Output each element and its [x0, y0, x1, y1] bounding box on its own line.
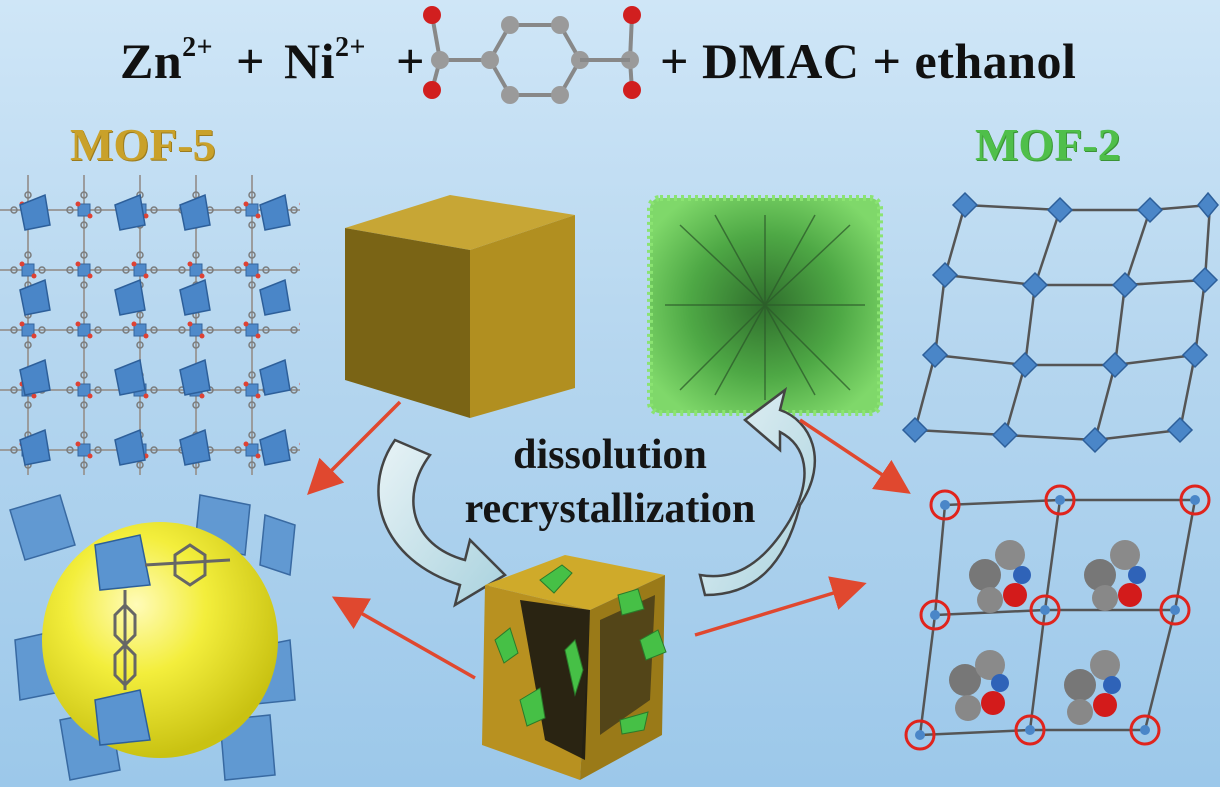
red-arrows [307, 400, 911, 680]
mof5-cube-icon [345, 195, 575, 418]
nickel-ion-label: Ni2+ [284, 32, 366, 89]
mof2-grid-structure [901, 191, 1219, 454]
plus-dmac-ethanol: + DMAC + ethanol [660, 33, 1077, 89]
recrystallization-label: recrystallization [464, 486, 756, 532]
dissolution-label: dissolution [513, 432, 707, 478]
mof5-framework-structure [0, 175, 300, 475]
process-label: dissolution recrystallization [440, 428, 780, 536]
mof2-crystal-icon [647, 195, 883, 416]
mof2-label: MOF-2 [975, 119, 1121, 170]
arrow-crystal-to-mof2 [799, 418, 911, 494]
arrow-composite-to-mof2 [694, 576, 867, 637]
arrow-cube-to-mof5-pore [307, 400, 402, 495]
pore-sphere-icon [42, 522, 278, 758]
terephthalic-acid-molecule-icon [423, 6, 641, 104]
dmac-molecules [949, 540, 1146, 725]
composite-cube-icon [482, 555, 667, 780]
cycle-arrow-right-icon [698, 386, 817, 597]
reaction-equation: Zn2+ + Ni2+ + + DMAC + ethanol [0, 18, 1220, 98]
cycle-arrow-left-icon [377, 438, 508, 608]
mof5-label: MOF-5 [70, 119, 216, 170]
mof5-pore-sphere-structure [9, 494, 296, 781]
zinc-ion-label: Zn2+ [120, 32, 214, 89]
plus-sign-1: + [236, 33, 265, 89]
mof2-dmac-structure [904, 484, 1211, 751]
arrow-composite-to-mof5-pore [331, 596, 476, 680]
plus-sign-2: + [396, 33, 425, 89]
